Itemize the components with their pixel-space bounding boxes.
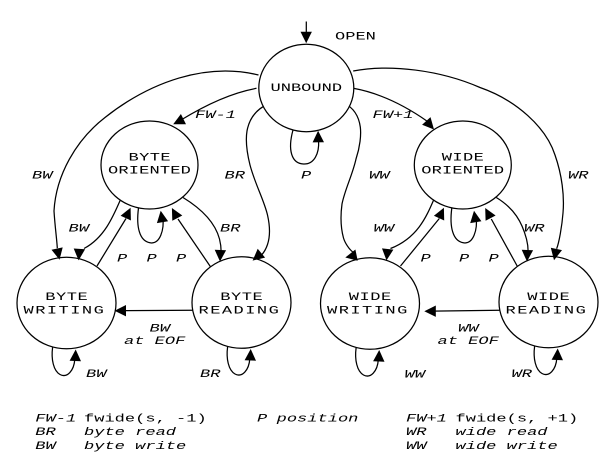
svg-text:wide read: wide read [456,427,548,440]
svg-text:byte write: byte write [84,440,186,453]
svg-text:WRITING: WRITING [327,305,409,318]
svg-text:BR: BR [35,427,56,440]
svg-text:fwide(s, +1): fwide(s, +1) [456,413,579,426]
svg-text:WIDE: WIDE [527,292,570,305]
svg-text:BW: BW [86,368,108,381]
svg-text:WR: WR [524,223,545,236]
svg-text:P: P [257,413,268,426]
svg-text:READING: READING [506,305,588,318]
svg-text:UNBOUND: UNBOUND [271,82,343,95]
svg-text:P: P [421,253,432,266]
svg-text:WR: WR [512,368,533,381]
svg-text:at EOF: at EOF [438,335,500,348]
svg-text:FW-1: FW-1 [195,109,236,122]
svg-text:ORIENTED: ORIENTED [108,165,191,178]
svg-text:WW: WW [405,369,427,382]
svg-text:WW: WW [374,223,396,236]
svg-text:WR: WR [406,427,427,440]
svg-text:P: P [489,253,500,266]
svg-text:WRITING: WRITING [24,305,106,318]
svg-text:FW+1: FW+1 [406,413,447,426]
svg-text:WIDE: WIDE [442,152,485,165]
svg-text:BYTE: BYTE [45,292,88,305]
svg-text:BYTE: BYTE [220,292,263,305]
svg-text:FW-1: FW-1 [35,413,76,426]
svg-text:WW: WW [406,440,428,453]
svg-text:P: P [301,170,312,183]
svg-text:FW+1: FW+1 [373,109,414,122]
svg-text:BR: BR [200,368,221,381]
svg-text:wide write: wide write [456,440,558,453]
svg-text:WW: WW [458,323,480,336]
svg-text:BW: BW [35,440,57,453]
svg-text:position: position [275,413,358,426]
svg-text:BR: BR [225,170,246,183]
svg-text:ORIENTED: ORIENTED [421,165,504,178]
svg-text:BW: BW [150,323,172,336]
svg-text:BR: BR [220,223,241,236]
svg-text:WIDE: WIDE [349,292,392,305]
svg-text:byte read: byte read [84,427,176,440]
svg-text:READING: READING [199,305,281,318]
svg-text:BYTE: BYTE [128,152,171,165]
svg-text:fwide(s, -1): fwide(s, -1) [84,413,207,426]
svg-text:BW: BW [69,223,91,236]
svg-text:WR: WR [568,170,589,183]
svg-text:P: P [176,253,187,266]
svg-text:P: P [147,253,158,266]
svg-text:P: P [459,253,470,266]
svg-text:OPEN: OPEN [335,31,376,44]
svg-text:WW: WW [369,170,391,183]
svg-text:BW: BW [32,170,54,183]
svg-text:at EOF: at EOF [124,335,186,348]
svg-text:P: P [117,253,128,266]
